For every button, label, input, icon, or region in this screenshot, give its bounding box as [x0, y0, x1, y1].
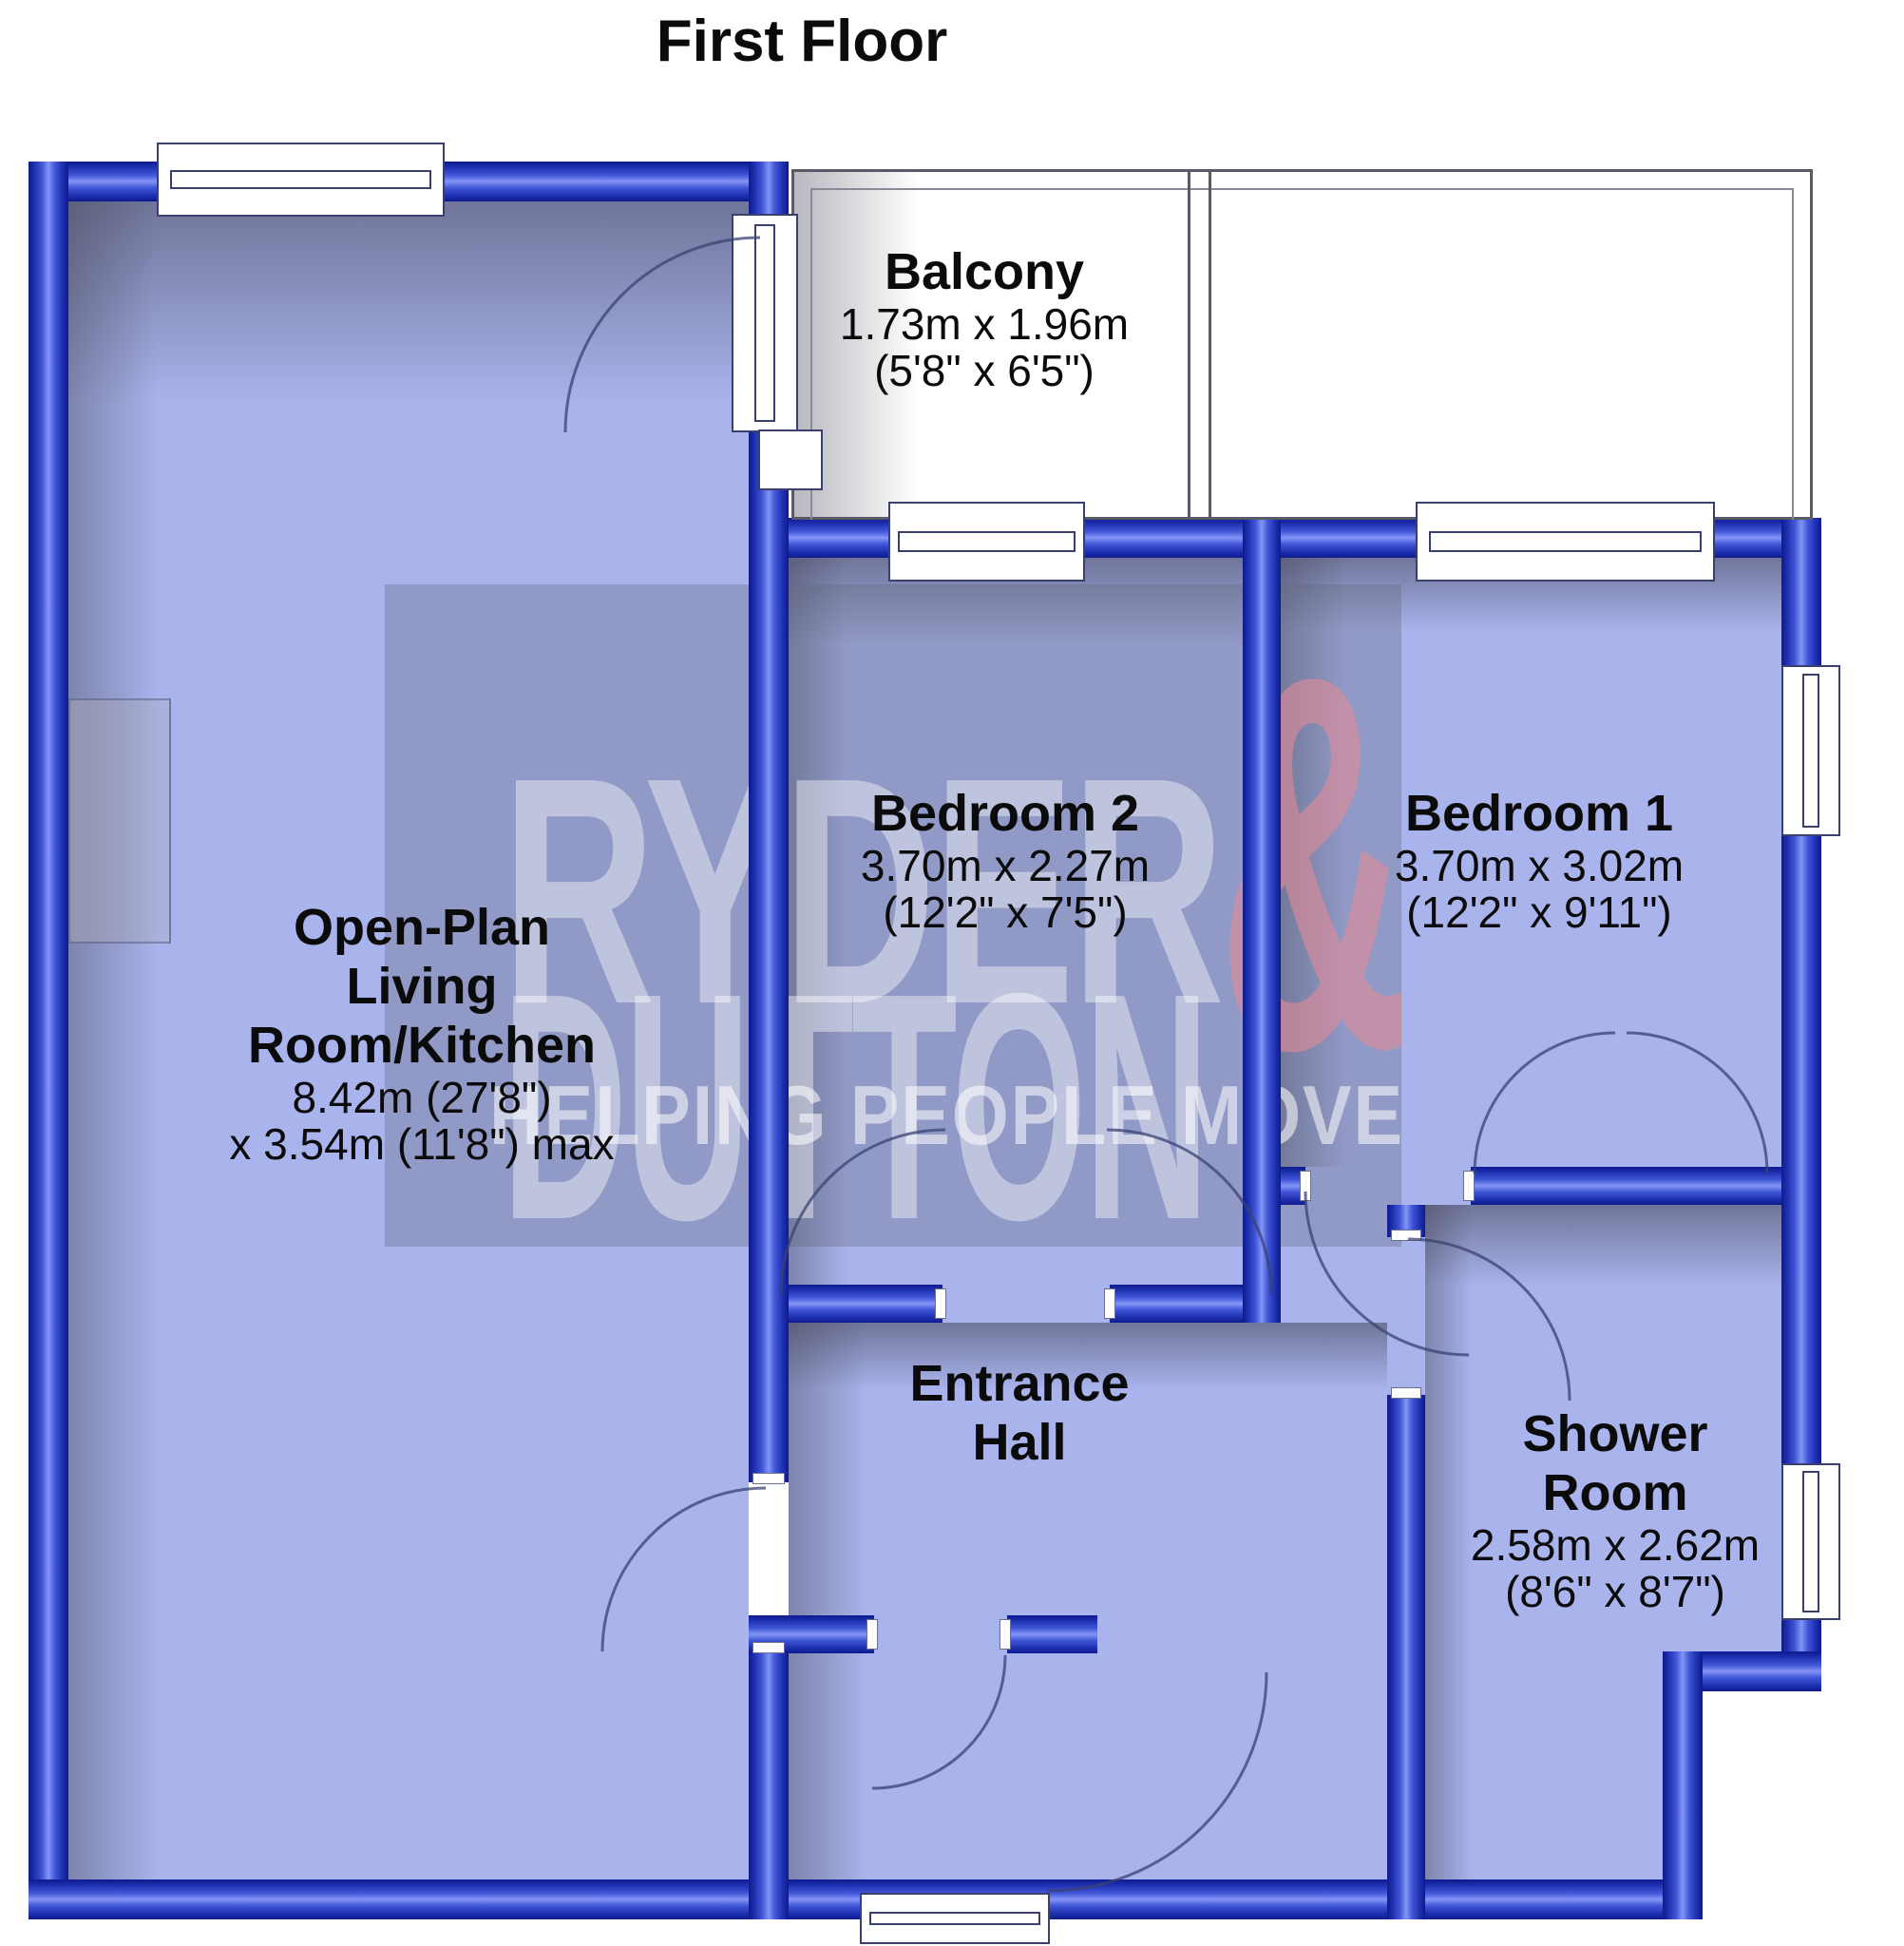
balcony-divider-line2	[1209, 169, 1211, 520]
balcony-door-pane	[754, 224, 775, 422]
shower-room-name-line2: Room	[1542, 1464, 1688, 1521]
wall-living-right-b	[749, 432, 789, 1482]
door-jamb	[1104, 1288, 1115, 1319]
bedroom1-dims-imperial: (12'2" x 9'11")	[1406, 887, 1672, 937]
living-room-name-line2: Living	[346, 958, 498, 1015]
door-jamb	[1391, 1387, 1421, 1399]
exterior-notch	[1703, 1691, 1904, 1946]
living-room-window	[157, 143, 445, 217]
wall-bedroom-divider	[1243, 518, 1281, 1323]
balcony-label: Balcony 1.73m x 1.96m (5'8" x 6'5")	[840, 242, 1129, 394]
shower-room-dims-imperial: (8'6" x 8'7")	[1505, 1567, 1725, 1616]
terrace-inner-line	[810, 188, 1794, 520]
bedroom2-window	[888, 502, 1085, 582]
bedroom1-window-pane	[1429, 530, 1702, 553]
bedroom2-dims-imperial: (12'2" x 7'5")	[883, 887, 1128, 937]
shower-room-side-window-pane	[1801, 1471, 1820, 1612]
door-jamb	[866, 1619, 878, 1650]
watermark-ryder: RYDER	[502, 711, 1225, 1072]
door-jamb	[1391, 1230, 1421, 1241]
wall-left	[29, 162, 68, 1919]
wall-bedroom2-bottom-right	[1110, 1285, 1243, 1323]
bedroom1-label: Bedroom 1 3.70m x 3.02m (12'2" x 9'11")	[1395, 784, 1684, 936]
bedroom1-side-window-pane	[1801, 674, 1820, 828]
door-jamb	[752, 1473, 785, 1484]
balcony-divider-line1	[1188, 169, 1190, 520]
door-jamb	[1463, 1171, 1475, 1201]
wall-living-right-a	[749, 162, 789, 214]
wall-right-upper	[1781, 518, 1821, 665]
bedroom2-window-pane	[898, 530, 1076, 553]
bedroom1-window	[1416, 502, 1715, 582]
shower-room-dims-metric: 2.58m x 2.62m	[1470, 1520, 1761, 1570]
balcony-dims-imperial: (5'8" x 6'5")	[874, 346, 1095, 395]
wall-shower-left-b	[1387, 1395, 1425, 1919]
wall-cupboard-right	[1007, 1615, 1097, 1653]
wall-living-right-c	[749, 1651, 789, 1919]
entrance-window-pane	[868, 1912, 1041, 1925]
bedroom1-side-window	[1781, 665, 1840, 836]
living-room-name-line1: Open-Plan	[293, 899, 551, 956]
shower-room-side-window	[1781, 1463, 1840, 1620]
bedroom2-dims-metric: 3.70m x 2.27m	[860, 841, 1151, 890]
door-jamb	[1000, 1619, 1011, 1650]
door-jamb	[935, 1288, 946, 1319]
page-title: First Floor	[656, 9, 948, 74]
door-jamb	[752, 1642, 785, 1653]
wall-bedroom2-bottom-left	[789, 1285, 942, 1323]
door-jamb	[1300, 1171, 1311, 1201]
balcony-step	[758, 429, 823, 490]
entrance-hall-name-line1: Entrance	[909, 1355, 1130, 1412]
bedroom2-name: Bedroom 2	[870, 785, 1140, 842]
entrance-hall-name-line2: Hall	[972, 1414, 1067, 1471]
shower-room-label: Shower Room 2.58m x 2.62m (8'6" x 8'7")	[1471, 1404, 1760, 1615]
shower-room-name-line1: Shower	[1522, 1405, 1708, 1462]
balcony-dims-metric: 1.73m x 1.96m	[839, 299, 1130, 349]
living-room-name-line3: Room/Kitchen	[247, 1017, 596, 1074]
living-room-dims-line1: 8.42m (27'8")	[292, 1073, 552, 1122]
wall-right-mid	[1781, 836, 1821, 1463]
wall-bedroom1-bottom-right	[1471, 1167, 1821, 1205]
balcony-door	[732, 214, 798, 432]
living-room-window-pane	[169, 169, 432, 190]
chimney-breast	[68, 698, 171, 944]
balcony-name: Balcony	[884, 243, 1085, 300]
bedroom2-label: Bedroom 2 3.70m x 2.27m (12'2" x 7'5")	[861, 784, 1150, 936]
living-room-dims-line2: x 3.54m (11'8") max	[229, 1119, 615, 1169]
bedroom1-dims-metric: 3.70m x 3.02m	[1394, 841, 1685, 890]
entrance-hall-label: Entrance Hall	[909, 1354, 1129, 1472]
bedroom1-name: Bedroom 1	[1404, 785, 1674, 842]
entrance-window	[860, 1893, 1050, 1944]
wall-step-vertical	[1663, 1651, 1703, 1919]
living-room-label: Open-Plan Living Room/Kitchen 8.42m (27'…	[229, 898, 614, 1168]
